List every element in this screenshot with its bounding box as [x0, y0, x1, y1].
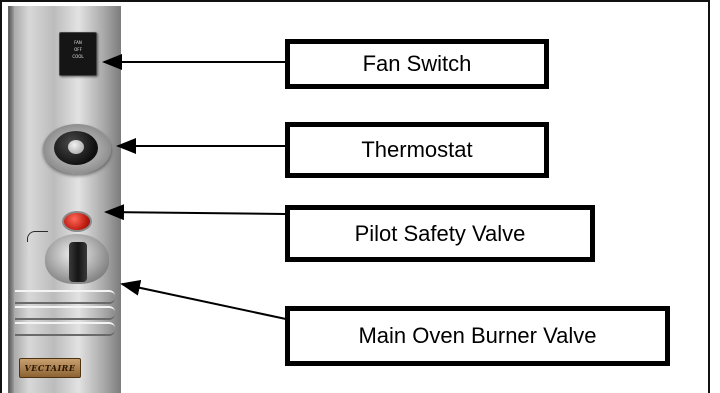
brand-plate: VECTAIRE [19, 358, 81, 378]
oven-control-panel-photo: FAN OFF COOL VECTAIRE [8, 6, 121, 393]
label-pilot-safety-valve-text: Pilot Safety Valve [354, 220, 526, 246]
fan-switch-text-off: OFF [74, 47, 82, 52]
burner-valve-handle [69, 242, 87, 282]
thermostat-knob-center [68, 140, 84, 154]
label-fan-switch-text: Fan Switch [362, 51, 472, 76]
arrow-main-oven-burner-valve [120, 279, 301, 323]
label-thermostat: Thermostat [285, 122, 549, 178]
pilot-safety-button [62, 211, 92, 232]
fan-switch-text-fan: FAN [74, 40, 82, 45]
label-main-oven-burner-valve-text: Main Oven Burner Valve [358, 323, 597, 348]
label-pilot-safety-valve: Pilot Safety Valve [285, 205, 595, 262]
pilot-flame-icon [27, 231, 48, 242]
vent-slot [15, 306, 115, 320]
arrow-pilot-safety-valve [104, 204, 286, 221]
brand-logo-text: VECTAIRE [24, 363, 76, 373]
vent-slot [15, 322, 115, 336]
fan-switch-control: FAN OFF COOL [59, 32, 97, 76]
panel-edge [9, 6, 14, 393]
label-fan-switch: Fan Switch [285, 39, 549, 89]
fan-switch-text-cool: COOL [72, 54, 84, 59]
label-main-oven-burner-valve: Main Oven Burner Valve [285, 306, 670, 366]
vent-slot [15, 290, 115, 304]
label-thermostat-text: Thermostat [361, 137, 473, 162]
